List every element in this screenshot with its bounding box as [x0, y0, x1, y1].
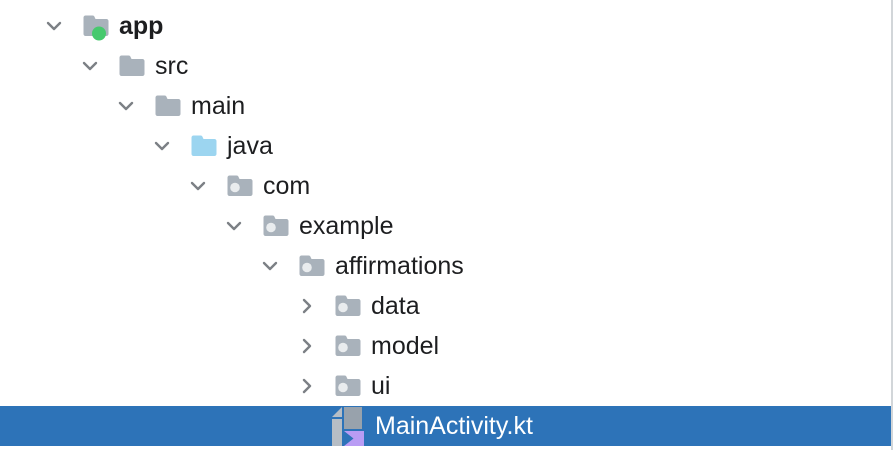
tree-row-main[interactable]: main: [0, 86, 891, 126]
chevron-down-icon[interactable]: [220, 206, 248, 246]
tree-item-label: data: [371, 291, 420, 320]
tree-row-java[interactable]: java: [0, 126, 891, 166]
tree-row-mainactivity-kt[interactable]: MainActivity.kt: [0, 406, 891, 446]
package-folder-icon: [262, 211, 290, 241]
tree-item-label: app: [119, 11, 164, 40]
package-folder-icon: [334, 331, 362, 361]
tree-item-label: com: [263, 171, 311, 200]
tree-row-src[interactable]: src: [0, 46, 891, 86]
chevron-spacer: [292, 406, 320, 446]
tree-row-ui[interactable]: ui: [0, 366, 891, 406]
chevron-down-icon[interactable]: [112, 86, 140, 126]
folder-icon: [118, 51, 146, 81]
tree-item-label: main: [191, 91, 246, 120]
tree-item-label: ui: [371, 371, 391, 400]
tree-item-label: affirmations: [335, 251, 464, 280]
package-folder-icon: [334, 291, 362, 321]
package-folder-icon: [298, 251, 326, 281]
chevron-right-icon[interactable]: [292, 326, 320, 366]
tree-item-label: example: [299, 211, 394, 240]
tree-row-data[interactable]: data: [0, 286, 891, 326]
module-folder-icon: [82, 11, 110, 41]
chevron-right-icon[interactable]: [292, 366, 320, 406]
tree-item-label: model: [371, 331, 440, 360]
chevron-down-icon[interactable]: [40, 6, 68, 46]
tree-row-com[interactable]: com: [0, 166, 891, 206]
package-folder-icon: [334, 371, 362, 401]
tree-row-affirmations[interactable]: affirmations: [0, 246, 891, 286]
tree-row-model[interactable]: model: [0, 326, 891, 366]
package-folder-icon: [226, 171, 254, 201]
chevron-down-icon[interactable]: [184, 166, 212, 206]
tree-item-label: src: [155, 51, 189, 80]
chevron-right-icon[interactable]: [292, 286, 320, 326]
tree-item-label: MainActivity.kt: [375, 411, 533, 440]
folder-icon: [154, 91, 182, 121]
sources-folder-icon: [190, 131, 218, 161]
tree-row-app[interactable]: app: [0, 6, 891, 46]
tree-item-label: java: [227, 131, 273, 160]
chevron-down-icon[interactable]: [148, 126, 176, 166]
kotlin-file-icon: [330, 406, 366, 446]
chevron-down-icon[interactable]: [256, 246, 284, 286]
tree-row-example[interactable]: example: [0, 206, 891, 246]
chevron-down-icon[interactable]: [76, 46, 104, 86]
